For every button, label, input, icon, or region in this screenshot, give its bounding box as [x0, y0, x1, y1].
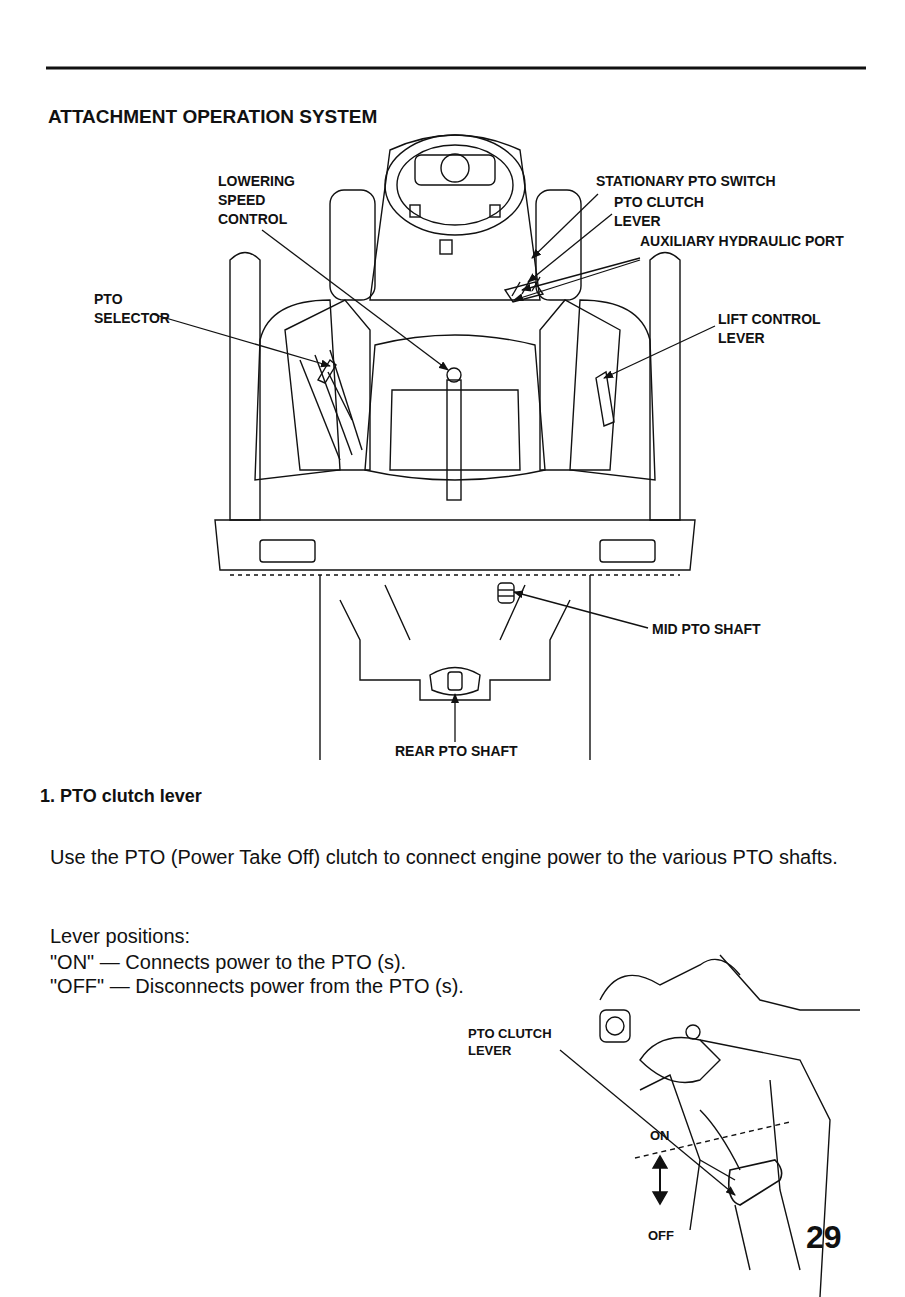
- page-number: 29: [806, 1218, 842, 1256]
- position-label: ON: [650, 1128, 670, 1144]
- body-text: Lever positions:: [50, 924, 450, 948]
- part-label: STATIONARY PTO SWITCH: [596, 172, 836, 191]
- part-label: LIFT CONTROL LEVER: [718, 310, 828, 348]
- part-label: AUXILIARY HYDRAULIC PORT: [640, 232, 870, 251]
- part-label: PTO CLUTCH LEVER: [468, 1025, 568, 1059]
- body-text: "OFF" — Disconnects power from the PTO (…: [50, 974, 610, 998]
- part-label: REAR PTO SHAFT: [395, 742, 555, 761]
- part-label: MID PTO SHAFT: [652, 620, 812, 639]
- page-title: ATTACHMENT OPERATION SYSTEM: [48, 106, 377, 129]
- section-heading: 1. PTO clutch lever: [40, 786, 202, 808]
- part-label: PTO SELECTOR: [94, 290, 194, 328]
- body-text: "ON" — Connects power to the PTO (s).: [50, 950, 610, 974]
- part-label: PTO CLUTCH LEVER: [614, 193, 714, 231]
- position-label: OFF: [648, 1228, 674, 1244]
- part-label: LOWERING SPEED CONTROL: [218, 172, 328, 229]
- body-text: Use the PTO (Power Take Off) clutch to c…: [50, 842, 880, 873]
